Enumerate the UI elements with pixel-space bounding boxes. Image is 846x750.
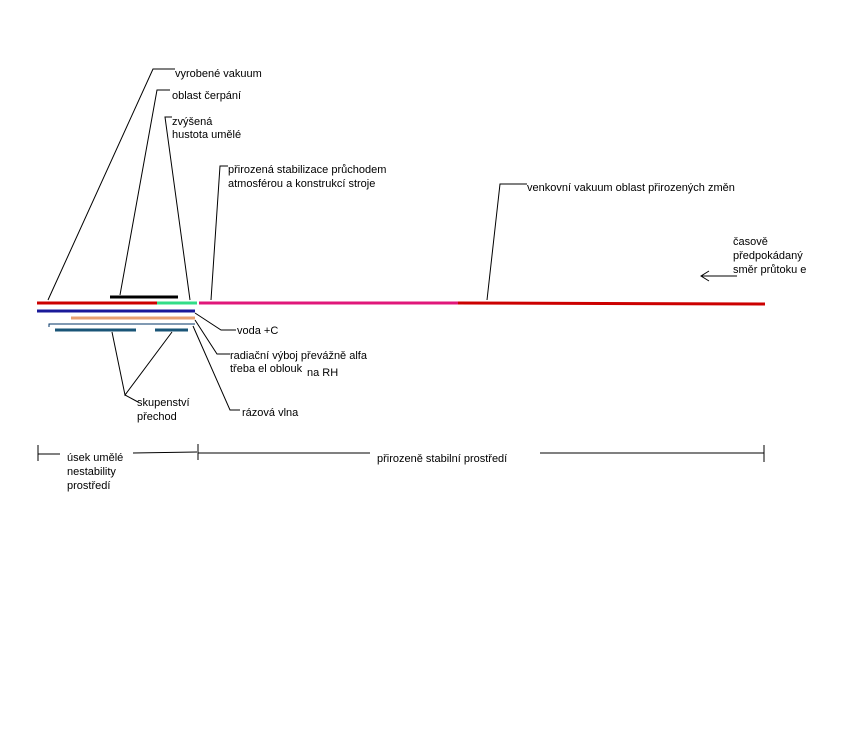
label-radiation-3: na RH bbox=[307, 367, 338, 379]
label-water: voda +C bbox=[237, 325, 278, 337]
leader-outer-vacuum bbox=[486, 183, 527, 301]
bracket-unstable-line-2 bbox=[132, 451, 198, 454]
label-phase-1: skupenství bbox=[137, 397, 190, 409]
red-segment-right bbox=[457, 301, 766, 306]
label-radiation-2: třeba el oblouk bbox=[230, 363, 303, 375]
label-phase-2: přechod bbox=[137, 411, 177, 423]
arrowhead-icon bbox=[700, 270, 710, 282]
leader-density bbox=[164, 116, 191, 301]
label-natural-stab-2: atmosférou a konstrukcí stroje bbox=[228, 178, 375, 190]
label-density-2: hustota umělé bbox=[172, 129, 241, 141]
label-time-flow-3: směr průtoku e bbox=[733, 264, 806, 276]
label-stable: přirozeně stabilní prostředí bbox=[377, 453, 507, 465]
leader-phase-end bbox=[124, 394, 139, 403]
label-vacuum: vyrobené vakuum bbox=[175, 68, 262, 80]
label-time-flow-2: předpokádaný bbox=[733, 250, 803, 262]
thin-blue-segment bbox=[48, 323, 195, 327]
label-outer-vacuum: venkovní vakuum oblast přirozených změn bbox=[527, 182, 735, 194]
label-radiation-1: radiační výboj převážně alfa bbox=[230, 350, 368, 362]
label-unstable-3: prostředí bbox=[67, 480, 110, 492]
label-time-flow-1: časově bbox=[733, 236, 768, 248]
label-density-1: zvýšená bbox=[172, 116, 213, 128]
leader-pumping bbox=[119, 89, 170, 296]
label-unstable-2: nestability bbox=[67, 466, 116, 478]
label-pumping: oblast čerpání bbox=[172, 90, 241, 102]
label-natural-stab-1: přirozená stabilizace průchodem bbox=[228, 164, 386, 176]
leader-water bbox=[194, 312, 236, 331]
label-unstable-1: úsek umělé bbox=[67, 452, 123, 464]
leader-radiation bbox=[194, 319, 230, 355]
leader-phase bbox=[111, 331, 173, 397]
leader-natural-stab bbox=[210, 165, 228, 301]
label-shock: rázová vlna bbox=[242, 407, 299, 419]
leader-shock bbox=[192, 325, 240, 411]
leader-vacuum bbox=[47, 68, 175, 301]
